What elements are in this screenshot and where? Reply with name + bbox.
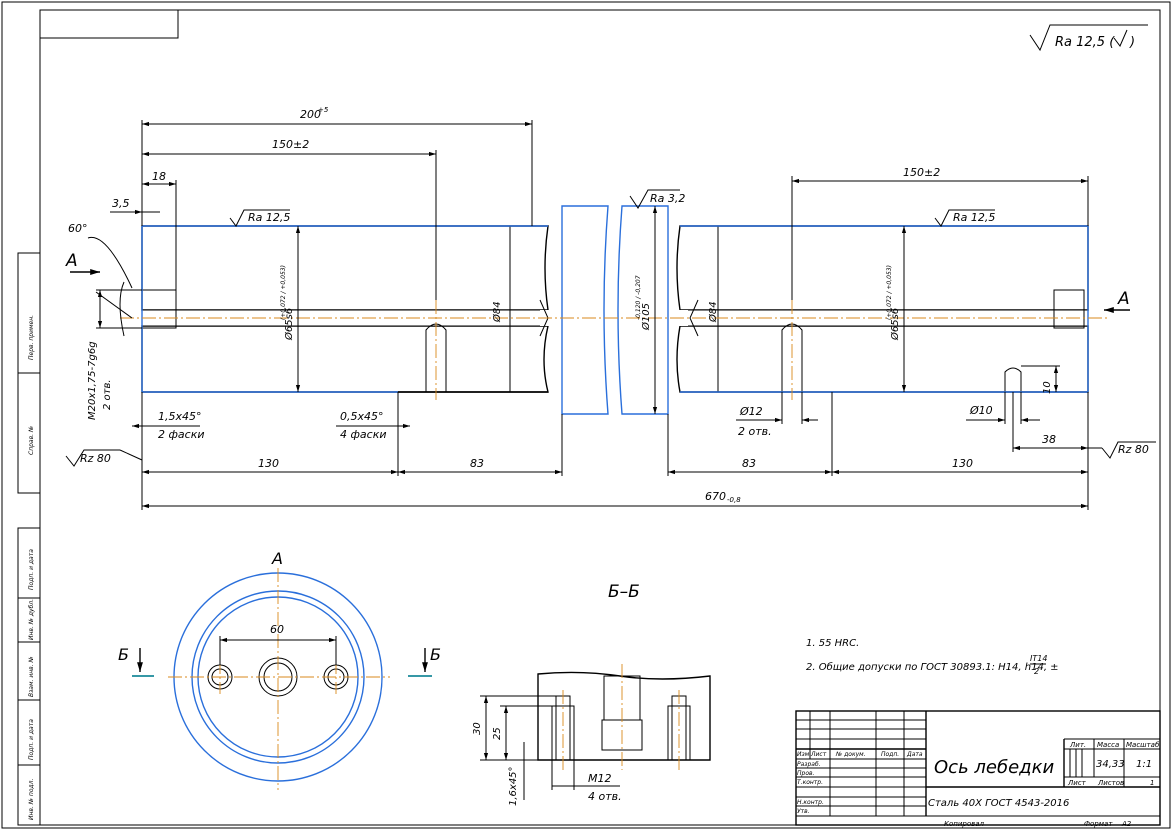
tb-mass-header: Масса — [1097, 741, 1119, 749]
dim-60: 60 — [270, 623, 284, 636]
dim-angle-60: 60° — [68, 222, 88, 235]
detail-qty: 4 отв. — [588, 790, 622, 803]
roughness-collar: Ra 3,2 — [650, 192, 685, 205]
dim-3-5: 3,5 — [112, 197, 130, 210]
dim-200: 200 — [300, 108, 321, 121]
side-label-5: Взам. инв. № — [28, 656, 35, 697]
detail-thread: M12 — [588, 772, 612, 785]
dim-150-left: 150±2 — [272, 138, 309, 151]
dim-83-right: 83 — [742, 457, 756, 470]
tb-hdr-list: Лист — [810, 751, 827, 758]
tb-hdr-date: Дата — [906, 751, 923, 758]
roughness-right: Ra 12,5 — [953, 211, 995, 224]
tb-role-6: Утв. — [797, 808, 810, 815]
dim-d84-left: Ø84 — [491, 301, 503, 323]
rz80-left: Rz 80 — [80, 452, 111, 465]
tb-role-1: Разраб. — [797, 761, 821, 768]
dim-thread: M20x1,75-7g6g — [87, 341, 98, 420]
tb-mass: 34,33 — [1096, 759, 1125, 770]
section-a-left: А — [65, 251, 78, 271]
tb-scale-header: Масштаб — [1126, 741, 1160, 749]
dim-d65-right: Ø65s6 — [889, 308, 901, 341]
footer-format-value: А2 — [1121, 820, 1132, 828]
section-bb-title: Б–Б — [608, 582, 640, 602]
dim-83-left: 83 — [470, 457, 484, 470]
tb-sheets-num: 1 — [1150, 779, 1154, 787]
tb-role-2: Пров. — [797, 770, 815, 777]
end-view: 60 А Б Б — [118, 549, 441, 790]
footer-format: Формат — [1084, 820, 1113, 828]
dim-200-tol: +5 — [318, 106, 329, 114]
detail-chamfer: 1,6x45° — [508, 766, 519, 806]
note-2: 2. Общие допуски по ГОСТ 30893.1: H14, h… — [806, 661, 1059, 673]
footer-copied: Копировал — [944, 820, 985, 828]
dim-670-tol: -0,8 — [727, 496, 741, 504]
tb-lit-header: Лит. — [1069, 741, 1086, 749]
shaft-main-view — [120, 205, 1110, 415]
dim-d12: Ø12 — [739, 405, 763, 418]
dim-38: 38 — [1042, 433, 1056, 446]
top-dimensions: 200 +5 150±2 18 3,5 150±2 60° Ra 12,5 Ra… — [68, 106, 1089, 337]
section-bb: Б–Б 30 25 1,6x45° M12 4 отв. — [472, 582, 711, 806]
dim-670: 670 — [705, 490, 726, 503]
general-roughness: Ra 12,5 ( ) — [1029, 24, 1148, 52]
tb-hdr-izm: Изм. — [797, 751, 811, 758]
side-label-2: Справ. № — [28, 426, 35, 455]
dim-d12-qty: 2 отв. — [738, 425, 772, 438]
general-roughness-text: Ra 12,5 ( — [1055, 35, 1115, 50]
note-2-fraction-top: IT14 — [1030, 654, 1047, 663]
dim-d84-right: Ø84 — [707, 301, 719, 323]
detail-d30: 30 — [472, 722, 483, 735]
tb-role-5: Н.контр. — [797, 799, 824, 806]
side-stamp: Перв. примен. Справ. № Подп. и дата Инв.… — [17, 252, 41, 826]
tb-hdr-sign: Подп. — [881, 751, 899, 758]
dim-18: 18 — [152, 170, 166, 183]
section-a-markers: А А — [65, 251, 1130, 313]
section-b-right: Б — [430, 645, 441, 664]
dim-d10: Ø10 — [969, 404, 993, 417]
dim-d105-tol: -0,120 / -0,207 — [635, 275, 642, 320]
side-label-1: Перв. примен. — [28, 315, 35, 360]
general-roughness-close: ) — [1129, 35, 1135, 50]
note-1: 1. 55 HRC. — [806, 638, 859, 649]
diameter-dimensions: Ø65s6 (+0,072 / +0,053) Ø84 Ø105 -0,120 … — [87, 206, 907, 420]
dim-thread-qty: 2 отв. — [102, 379, 113, 410]
tb-role-3: Т.контр. — [797, 779, 823, 786]
part-material: Сталь 40Х ГОСТ 4543-2016 — [928, 798, 1069, 809]
chamfer-2-qty: 4 фаски — [340, 428, 386, 441]
rz80-right: Rz 80 — [1118, 443, 1149, 456]
dim-d105: Ø105 — [640, 303, 652, 331]
chamfer-2: 0,5x45° — [340, 410, 384, 423]
side-label-6: Подп. и дата — [28, 719, 35, 760]
chamfer-1-qty: 2 фаски — [158, 428, 204, 441]
side-label-3: Подп. и дата — [28, 549, 35, 590]
tb-scale: 1:1 — [1136, 759, 1152, 770]
dim-130-right: 130 — [952, 457, 973, 470]
side-label-4: Инв. № дубл. — [28, 599, 35, 640]
dim-d65-left: Ø65s6 — [283, 308, 295, 341]
section-a-top: А — [271, 549, 283, 568]
technical-notes: 1. 55 HRC. 2. Общие допуски по ГОСТ 3089… — [806, 638, 1059, 676]
part-name: Ось лебедки — [934, 757, 1054, 778]
title-block: Изм. Лист № докум. Подп. Дата Разраб. Пр… — [795, 710, 1161, 826]
dim-150-right: 150±2 — [903, 166, 940, 179]
section-a-right: А — [1117, 289, 1130, 309]
dim-d65-left-tol: (+0,072 / +0,053) — [280, 265, 287, 320]
dim-130-left: 130 — [258, 457, 279, 470]
note-2-fraction-bottom: 2 — [1034, 667, 1039, 676]
sheet-footer: Копировал Формат А2 — [944, 820, 1132, 828]
detail-d25: 25 — [492, 727, 503, 740]
side-label-7: Инв. № подл. — [28, 779, 35, 820]
section-b-left: Б — [118, 645, 129, 664]
tb-sheet: Лист — [1067, 779, 1087, 787]
dim-depth-10: 10 — [1042, 381, 1053, 394]
dim-d65-right-tol: (+0,072 / +0,053) — [886, 265, 893, 320]
tb-sheets: Листов — [1097, 779, 1124, 787]
roughness-left: Ra 12,5 — [248, 211, 290, 224]
bottom-dimensions: 130 83 83 130 670 -0,8 1,5x45° 2 фаски 0… — [65, 365, 1156, 510]
chamfer-1: 1,5x45° — [158, 410, 202, 423]
tb-hdr-doc: № докум. — [835, 751, 866, 758]
